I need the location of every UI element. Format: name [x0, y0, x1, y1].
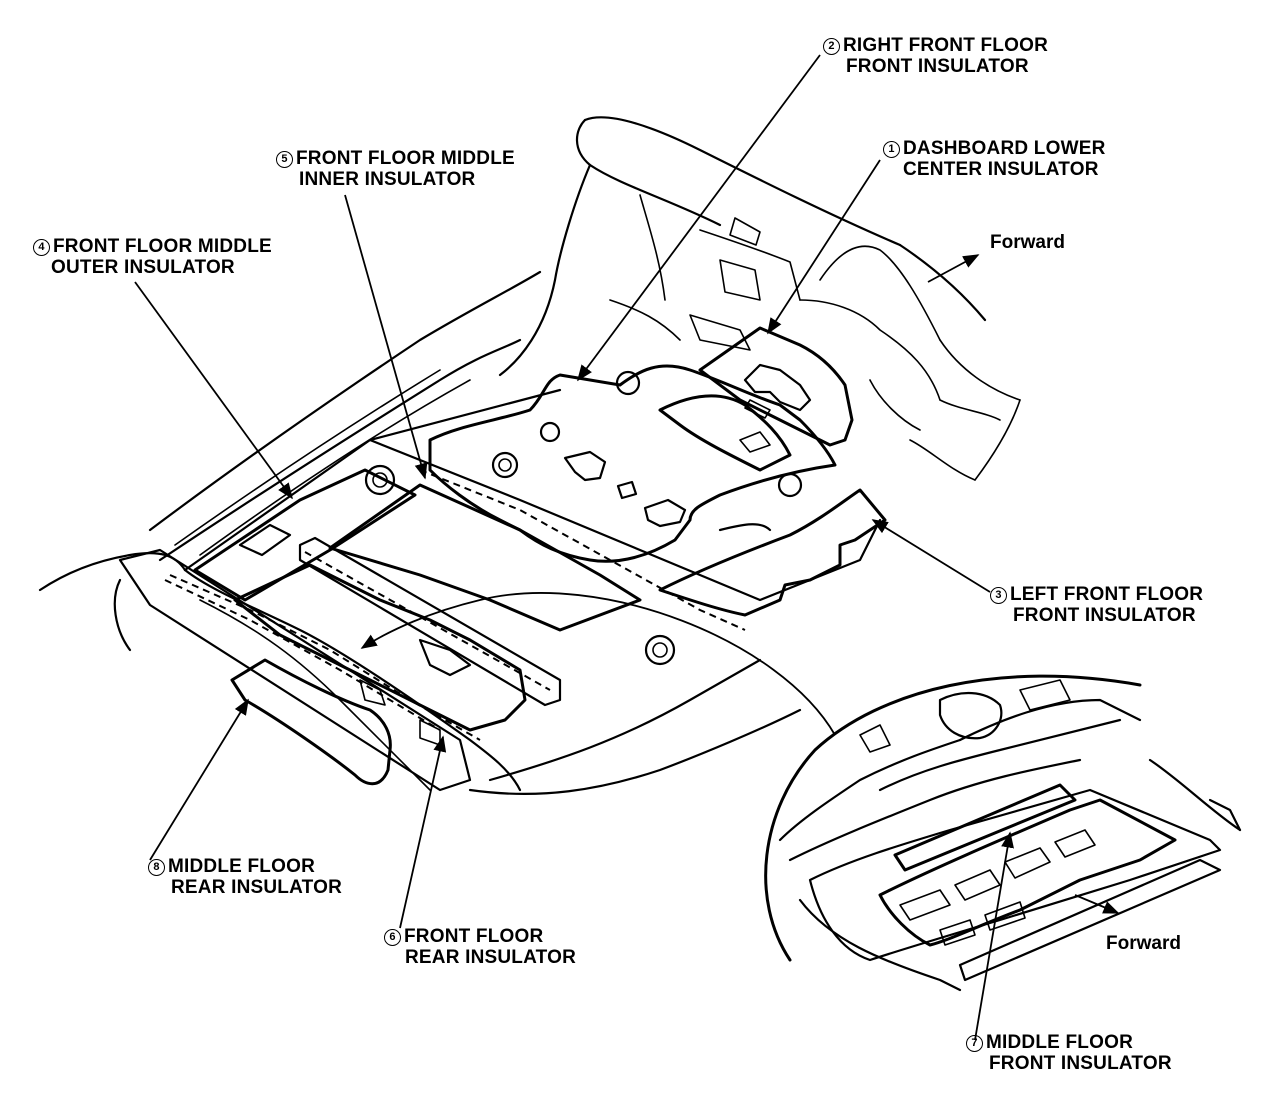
rear-crossmember — [118, 548, 472, 792]
front-floor-middle-outer-insulator — [193, 468, 417, 602]
front-floor-middle-inner-insulator — [169, 469, 746, 741]
label-line1: FRONT FLOOR — [404, 926, 544, 947]
forward-arrow-inset — [1074, 894, 1120, 914]
label-line2: INNER INSULATOR — [299, 169, 476, 190]
label-line1: FRONT FLOOR MIDDLE — [53, 236, 272, 257]
label-line1: FRONT FLOOR MIDDLE — [296, 148, 515, 169]
label-line1: DASHBOARD LOWER — [903, 138, 1106, 159]
label-line2: FRONT INSULATOR — [1013, 605, 1196, 626]
forward-label-main: Forward — [990, 232, 1065, 253]
label-number: 2 — [823, 38, 840, 55]
leader-4 — [134, 281, 293, 500]
label-line1: RIGHT FRONT FLOOR — [843, 35, 1048, 56]
forward-label-inset: Forward — [1106, 933, 1181, 954]
label-number: 4 — [33, 239, 50, 256]
leader-2 — [577, 54, 821, 382]
label-line1: LEFT FRONT FLOOR — [1010, 584, 1204, 605]
dashboard-structure — [498, 116, 1021, 481]
label-line2: CENTER INSULATOR — [903, 159, 1099, 180]
leader-7 — [974, 831, 1014, 1041]
label-number: 8 — [148, 859, 165, 876]
leader-6 — [399, 735, 447, 929]
label-line2: OUTER INSULATOR — [51, 257, 235, 278]
label-number: 7 — [966, 1035, 983, 1052]
label-number: 6 — [384, 929, 401, 946]
left-front-floor-front-insulator — [658, 488, 887, 617]
crossmember — [298, 536, 562, 707]
label-number: 5 — [276, 151, 293, 168]
leader-1 — [767, 159, 881, 335]
inset-callout-curve — [360, 592, 836, 736]
middle-floor-rear-insulator — [230, 658, 392, 786]
label-line2: FRONT INSULATOR — [989, 1053, 1172, 1074]
forward-arrow-main — [927, 254, 980, 283]
label-line1: MIDDLE FLOOR — [168, 856, 315, 877]
label-line2: REAR INSULATOR — [171, 877, 342, 898]
label-line1: MIDDLE FLOOR — [986, 1032, 1133, 1053]
label-number: 3 — [990, 587, 1007, 604]
inset-detail — [764, 674, 1242, 992]
label-number: 1 — [883, 141, 900, 158]
floor-pan — [183, 388, 882, 796]
body-side-sill — [38, 270, 542, 652]
leader-5 — [344, 194, 428, 480]
label-line2: REAR INSULATOR — [405, 947, 576, 968]
leader-8 — [149, 698, 249, 861]
leader-3 — [871, 519, 991, 593]
label-line2: FRONT INSULATOR — [846, 56, 1029, 77]
dashboard-lower-center-insulator — [658, 326, 854, 472]
